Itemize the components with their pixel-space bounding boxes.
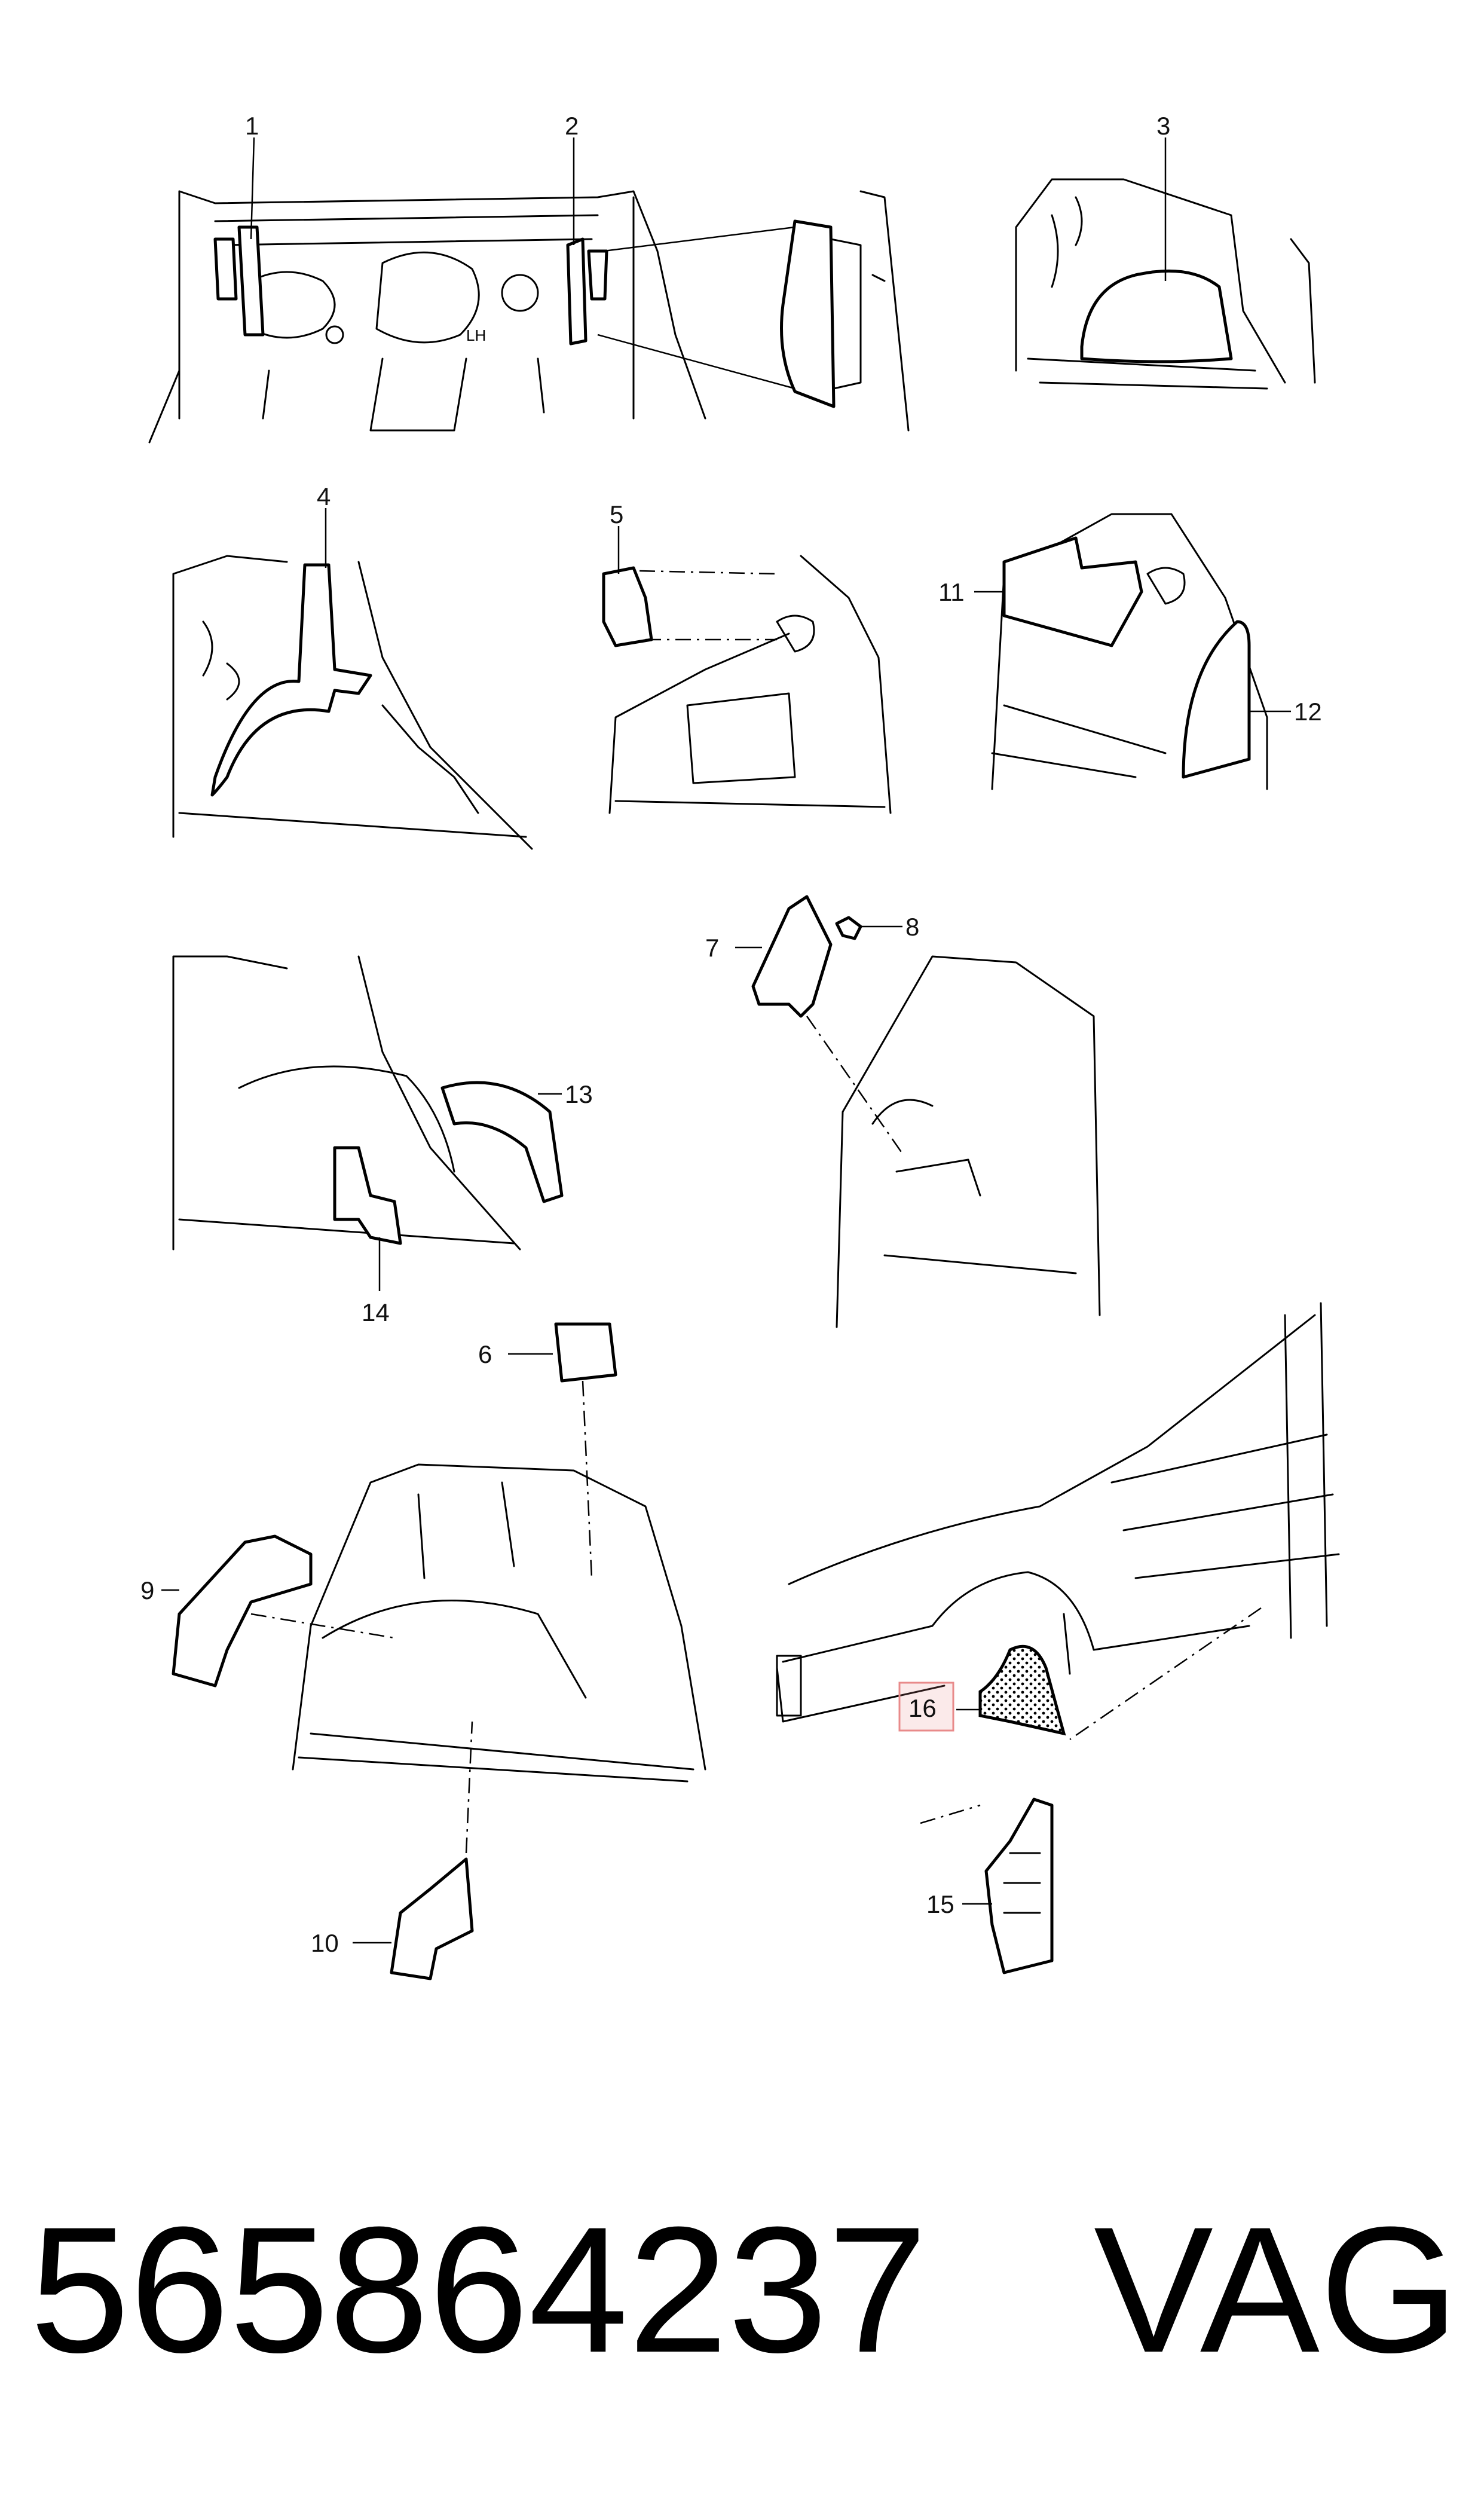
part-3-shape [1080, 269, 1233, 363]
part-13-shape [440, 1081, 564, 1203]
callout-1: 1 [245, 112, 259, 140]
callout-2: 2 [565, 112, 579, 140]
callout-15: 15 [926, 1890, 954, 1918]
inline-label-lh: LH [466, 326, 486, 344]
callout-8: 8 [905, 913, 919, 941]
part-1-shape [237, 225, 265, 337]
callout-6: 6 [478, 1340, 492, 1368]
part-6-shape [554, 1322, 617, 1383]
footer-part-number-row: 565864237 VAG [30, 2164, 1459, 2415]
view-rear-arch [1015, 137, 1316, 390]
callout-14: 14 [362, 1298, 390, 1326]
callout-labels: 1 2 3 4 5 6 7 8 9 10 11 12 13 14 15 16 [140, 112, 1322, 1957]
callout-3: 3 [1156, 112, 1170, 140]
callout-13: 13 [565, 1080, 593, 1108]
view-rear-interior [602, 526, 892, 814]
view-wheel-housing [172, 955, 564, 1291]
callout-11: 11 [938, 578, 965, 606]
callout-16: 16 [908, 1694, 937, 1722]
callout-7: 7 [705, 934, 719, 962]
part-15-shape [984, 1797, 1054, 1974]
view-front-interior: LH [148, 137, 910, 444]
part-1-side [213, 237, 238, 301]
part-2-detail [780, 219, 836, 408]
part-10-shape [390, 1857, 474, 1980]
view-trunk-side [974, 513, 1291, 790]
part-2-side [587, 249, 608, 301]
brand-name: VAG [1094, 2189, 1459, 2390]
part-12-shape [1182, 620, 1251, 779]
view-front-fender [776, 1302, 1340, 1974]
view-b-pillar [172, 508, 533, 850]
view-front-wing [161, 1322, 706, 1980]
callout-5: 5 [610, 500, 623, 528]
part-8-shape [835, 916, 862, 940]
part-5-shape [602, 566, 653, 647]
part-4-shape [210, 563, 372, 797]
part-number: 565864237 [30, 2189, 928, 2390]
callout-12: 12 [1294, 698, 1322, 726]
highlight-box-16 [898, 1682, 954, 1732]
callout-4: 4 [317, 482, 331, 510]
view-c-pillar [735, 895, 1101, 1328]
callout-9: 9 [140, 1576, 154, 1604]
part-2-shape [566, 237, 588, 346]
part-9-shape [172, 1534, 313, 1687]
callout-10: 10 [311, 1929, 339, 1957]
part-16-shape [978, 1644, 1066, 1736]
part-11-shape [1002, 536, 1143, 647]
part-14-shape [333, 1146, 402, 1245]
part-7-shape [751, 895, 833, 1018]
